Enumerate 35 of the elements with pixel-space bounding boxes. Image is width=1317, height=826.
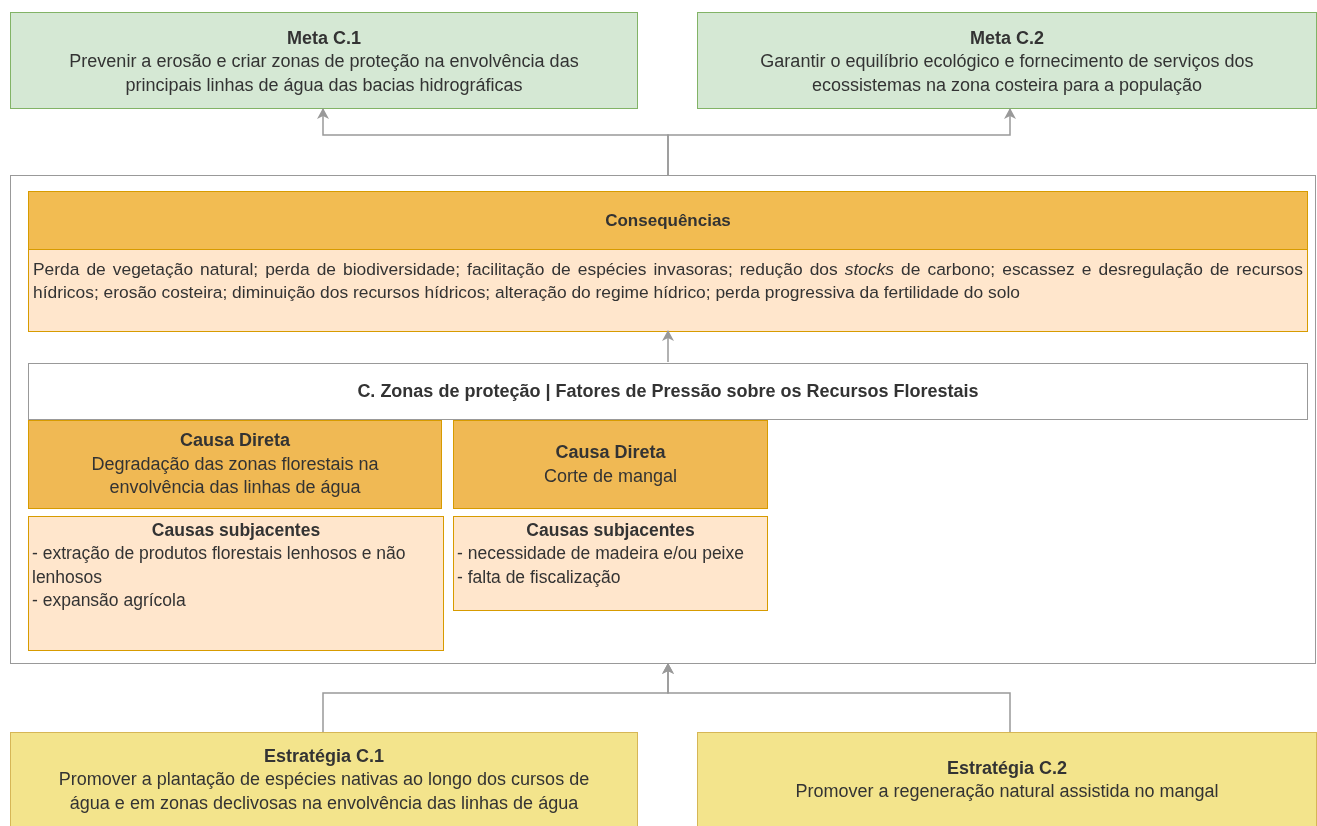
goal-box xyxy=(697,12,1317,109)
box-heading: Meta C.1 xyxy=(287,27,361,50)
cause-box xyxy=(28,516,444,651)
list-item: - extração de produtos florestais lenhosos e não lenhosos xyxy=(32,542,407,589)
connector-arrow xyxy=(662,330,674,363)
box-text: Prevenir a erosão e criar zonas de proteção na envolvência das principais linhas de água das bacias hidrográficas xyxy=(68,50,580,97)
box-heading: Causa Direta xyxy=(179,429,291,453)
box-heading: Causa Direta xyxy=(555,441,666,465)
list-item: - falta de fiscalização xyxy=(457,565,622,589)
box-text: Promover a plantação de espécies nativas ao longo dos cursos de água e em zonas declivosas na envolvência das linhas de água xyxy=(57,768,591,815)
box-text: Corte de mangal xyxy=(543,464,678,488)
connector-arrow xyxy=(662,663,1011,733)
list-item: - expansão agrícola xyxy=(32,588,187,612)
box-text: Degradação das zonas florestais na envolvência das linhas de água xyxy=(90,452,380,500)
box-heading: Estratégia C.1 xyxy=(263,745,385,768)
box-heading: Causas subjacentes xyxy=(525,519,696,542)
box-text: Promover a regeneração natural assistida no mangal xyxy=(795,780,1219,804)
cause-box xyxy=(453,516,768,611)
strategy-box xyxy=(10,732,638,826)
consequences-panel xyxy=(28,191,1308,332)
list-item: - necessidade de madeira e/ou peixe xyxy=(457,542,745,566)
group-frame xyxy=(10,175,1316,664)
header-box xyxy=(28,363,1308,420)
goal-box xyxy=(10,12,638,109)
box-heading: C. Zonas de proteção | Fatores de Pressão sobre os Recursos Florestais xyxy=(357,379,979,403)
box-heading: Estratégia C.2 xyxy=(946,757,1068,780)
connector-arrow xyxy=(667,108,1016,176)
box-heading: Causas subjacentes xyxy=(150,519,322,542)
consequence-text: Perda de vegetação natural; perda de biodiversidade; facilitação de espécies invasoras; redução dos stocks de carbono; escassez e desregulação de recursos hídricos; erosão costeira; diminuição dos recursos hídricos; alteração do regime hídrico; perda progressiva da fertilidade do solo xyxy=(32,258,1304,304)
strategy-box xyxy=(697,732,1317,826)
section-heading: Consequências xyxy=(29,192,1307,250)
box-heading: Meta C.2 xyxy=(970,27,1044,50)
box-text: Garantir o equilíbrio ecológico e fornecimento de serviços dos ecossistemas na zona costeira para a população xyxy=(759,50,1255,97)
cause-box xyxy=(453,420,768,509)
cause-box xyxy=(28,420,442,509)
